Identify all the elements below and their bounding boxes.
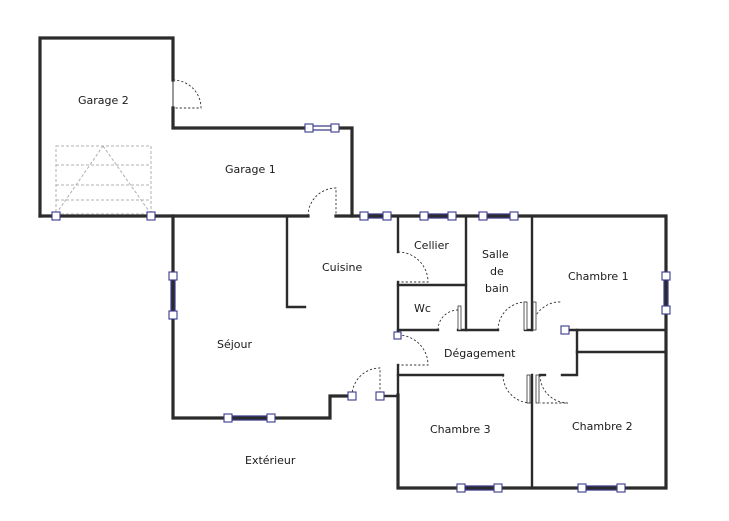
label-cuisine: Cuisine	[322, 261, 362, 274]
garage-2-door	[172, 79, 202, 109]
label-sejour: Séjour	[217, 338, 253, 351]
label-wc: Wc	[414, 302, 431, 315]
sejour-door	[351, 367, 381, 397]
label-salle-de-bain-2: de	[490, 265, 504, 278]
interior-partitions	[396, 216, 668, 490]
label-garage-1: Garage 1	[225, 163, 276, 176]
label-garage-2: Garage 2	[78, 94, 129, 107]
interior-doors	[397, 251, 569, 404]
label-salle-de-bain-3: bain	[485, 282, 509, 295]
label-cellier: Cellier	[414, 239, 449, 252]
label-salle-de-bain-1: Salle	[482, 248, 509, 261]
label-chambre-3: Chambre 3	[430, 423, 491, 436]
label-chambre-2: Chambre 2	[572, 420, 633, 433]
label-degagement: Dégagement	[444, 347, 516, 360]
garage-ramp	[55, 145, 152, 215]
garage-2-walls	[38, 36, 310, 218]
garage-1-walls	[153, 126, 668, 490]
sejour-walls	[171, 214, 400, 420]
label-chambre-1: Chambre 1	[568, 270, 629, 283]
label-exterieur: Extérieur	[245, 454, 296, 467]
garage-1-door	[307, 187, 337, 217]
windows	[51, 123, 671, 493]
